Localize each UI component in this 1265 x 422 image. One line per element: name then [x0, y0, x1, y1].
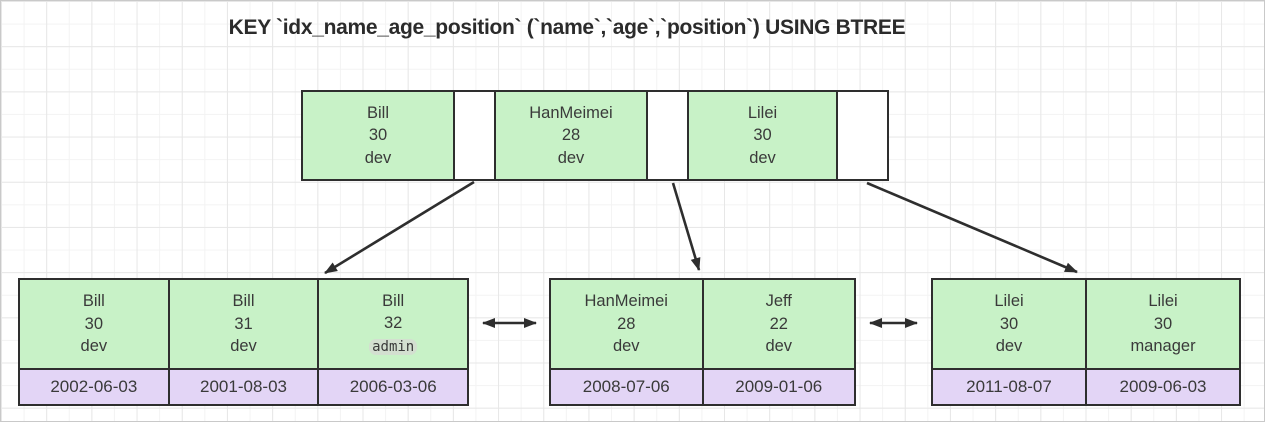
key-age: 30: [753, 126, 772, 145]
record-position: admin: [369, 335, 418, 359]
record-date: 2009-06-03: [1087, 368, 1239, 404]
root-pointer-3: [836, 92, 877, 179]
edited-position-highlight: admin: [369, 338, 418, 355]
root-key-cell: Lilei 30 dev: [687, 92, 836, 179]
key-position: dev: [557, 148, 585, 167]
record-name: Lilei: [994, 292, 1024, 311]
record-position: dev: [80, 337, 108, 356]
record-date: 2011-08-07: [933, 368, 1085, 404]
root-pointer-1: [453, 92, 494, 179]
record-fields: HanMeimei 28 dev: [551, 280, 702, 368]
record-age: 30: [84, 314, 104, 333]
leaf-record: Bill 30 dev 2002-06-03: [20, 280, 168, 404]
key-name: Bill: [366, 103, 389, 122]
diagram-title: KEY `idx_name_age_position` (`name`,`age…: [228, 16, 906, 39]
record-date: 2009-01-06: [703, 368, 854, 404]
record-age: 32: [384, 314, 403, 333]
record-name: HanMeimei: [584, 292, 668, 311]
record-date: 2002-06-03: [20, 368, 168, 404]
leaf-record: Lilei 30 manager 2009-06-03: [1085, 280, 1239, 404]
key-age: 30: [368, 126, 388, 145]
leaf-node-2: HanMeimei 28 dev 2008-07-06 Jeff 22 dev 2009-01…: [549, 278, 856, 406]
root-pointer-arrow-3: [866, 181, 1078, 274]
record-position: dev: [765, 337, 793, 356]
record-fields: Bill 32 admin: [319, 280, 468, 368]
record-date: 2008-07-06: [551, 368, 702, 404]
root-pointer-arrow-1: [324, 180, 475, 275]
record-name: Bill: [382, 291, 405, 310]
key-position: dev: [364, 148, 392, 167]
record-date: 2006-03-06: [319, 368, 468, 404]
root-key-cell: HanMeimei 28 dev: [494, 92, 646, 179]
root-key-cell: Bill 30 dev: [303, 92, 453, 179]
record-age: 30: [999, 314, 1019, 333]
record-name: Bill: [82, 292, 105, 311]
record-name: Bill: [232, 292, 255, 311]
root-pointer-arrow-2: [671, 182, 701, 271]
key-name: Lilei: [747, 103, 778, 122]
key-age: 28: [561, 126, 581, 145]
leaf-node-3: Lilei 30 dev 2011-08-07 Lilei 30 manager 2009-0…: [931, 278, 1241, 406]
record-fields: Lilei 30 dev: [933, 280, 1085, 368]
record-fields: Bill 31 dev: [169, 280, 318, 368]
leaf-record: Lilei 30 dev 2011-08-07: [933, 280, 1085, 404]
leaf-record: Bill 32 admin 2006-03-06: [317, 280, 468, 404]
leaf-record: Jeff 22 dev 2009-01-06: [701, 280, 854, 404]
record-fields: Bill 30 dev: [20, 280, 168, 368]
record-date: 2001-08-03: [169, 368, 318, 404]
leaf-record: Bill 31 dev 2001-08-03: [167, 280, 318, 404]
root-pointer-2: [646, 92, 687, 179]
key-name: HanMeimei: [529, 103, 613, 122]
record-name: Lilei: [1148, 292, 1178, 311]
record-position: dev: [612, 337, 640, 356]
record-age: 30: [1153, 314, 1173, 333]
record-position: dev: [995, 337, 1023, 356]
record-position: manager: [1130, 337, 1196, 356]
record-name: Jeff: [765, 292, 792, 311]
key-position: dev: [749, 148, 776, 167]
record-position: dev: [230, 337, 257, 356]
leaf-record: HanMeimei 28 dev 2008-07-06: [551, 280, 702, 404]
record-age: 22: [769, 314, 788, 333]
record-age: 31: [234, 314, 253, 333]
index-root-node: Bill 30 dev HanMeimei 28 dev Lilei 30 dev: [301, 90, 889, 181]
record-age: 28: [617, 314, 636, 333]
record-fields: Lilei 30 manager: [1087, 280, 1239, 368]
record-fields: Jeff 22 dev: [703, 280, 854, 368]
